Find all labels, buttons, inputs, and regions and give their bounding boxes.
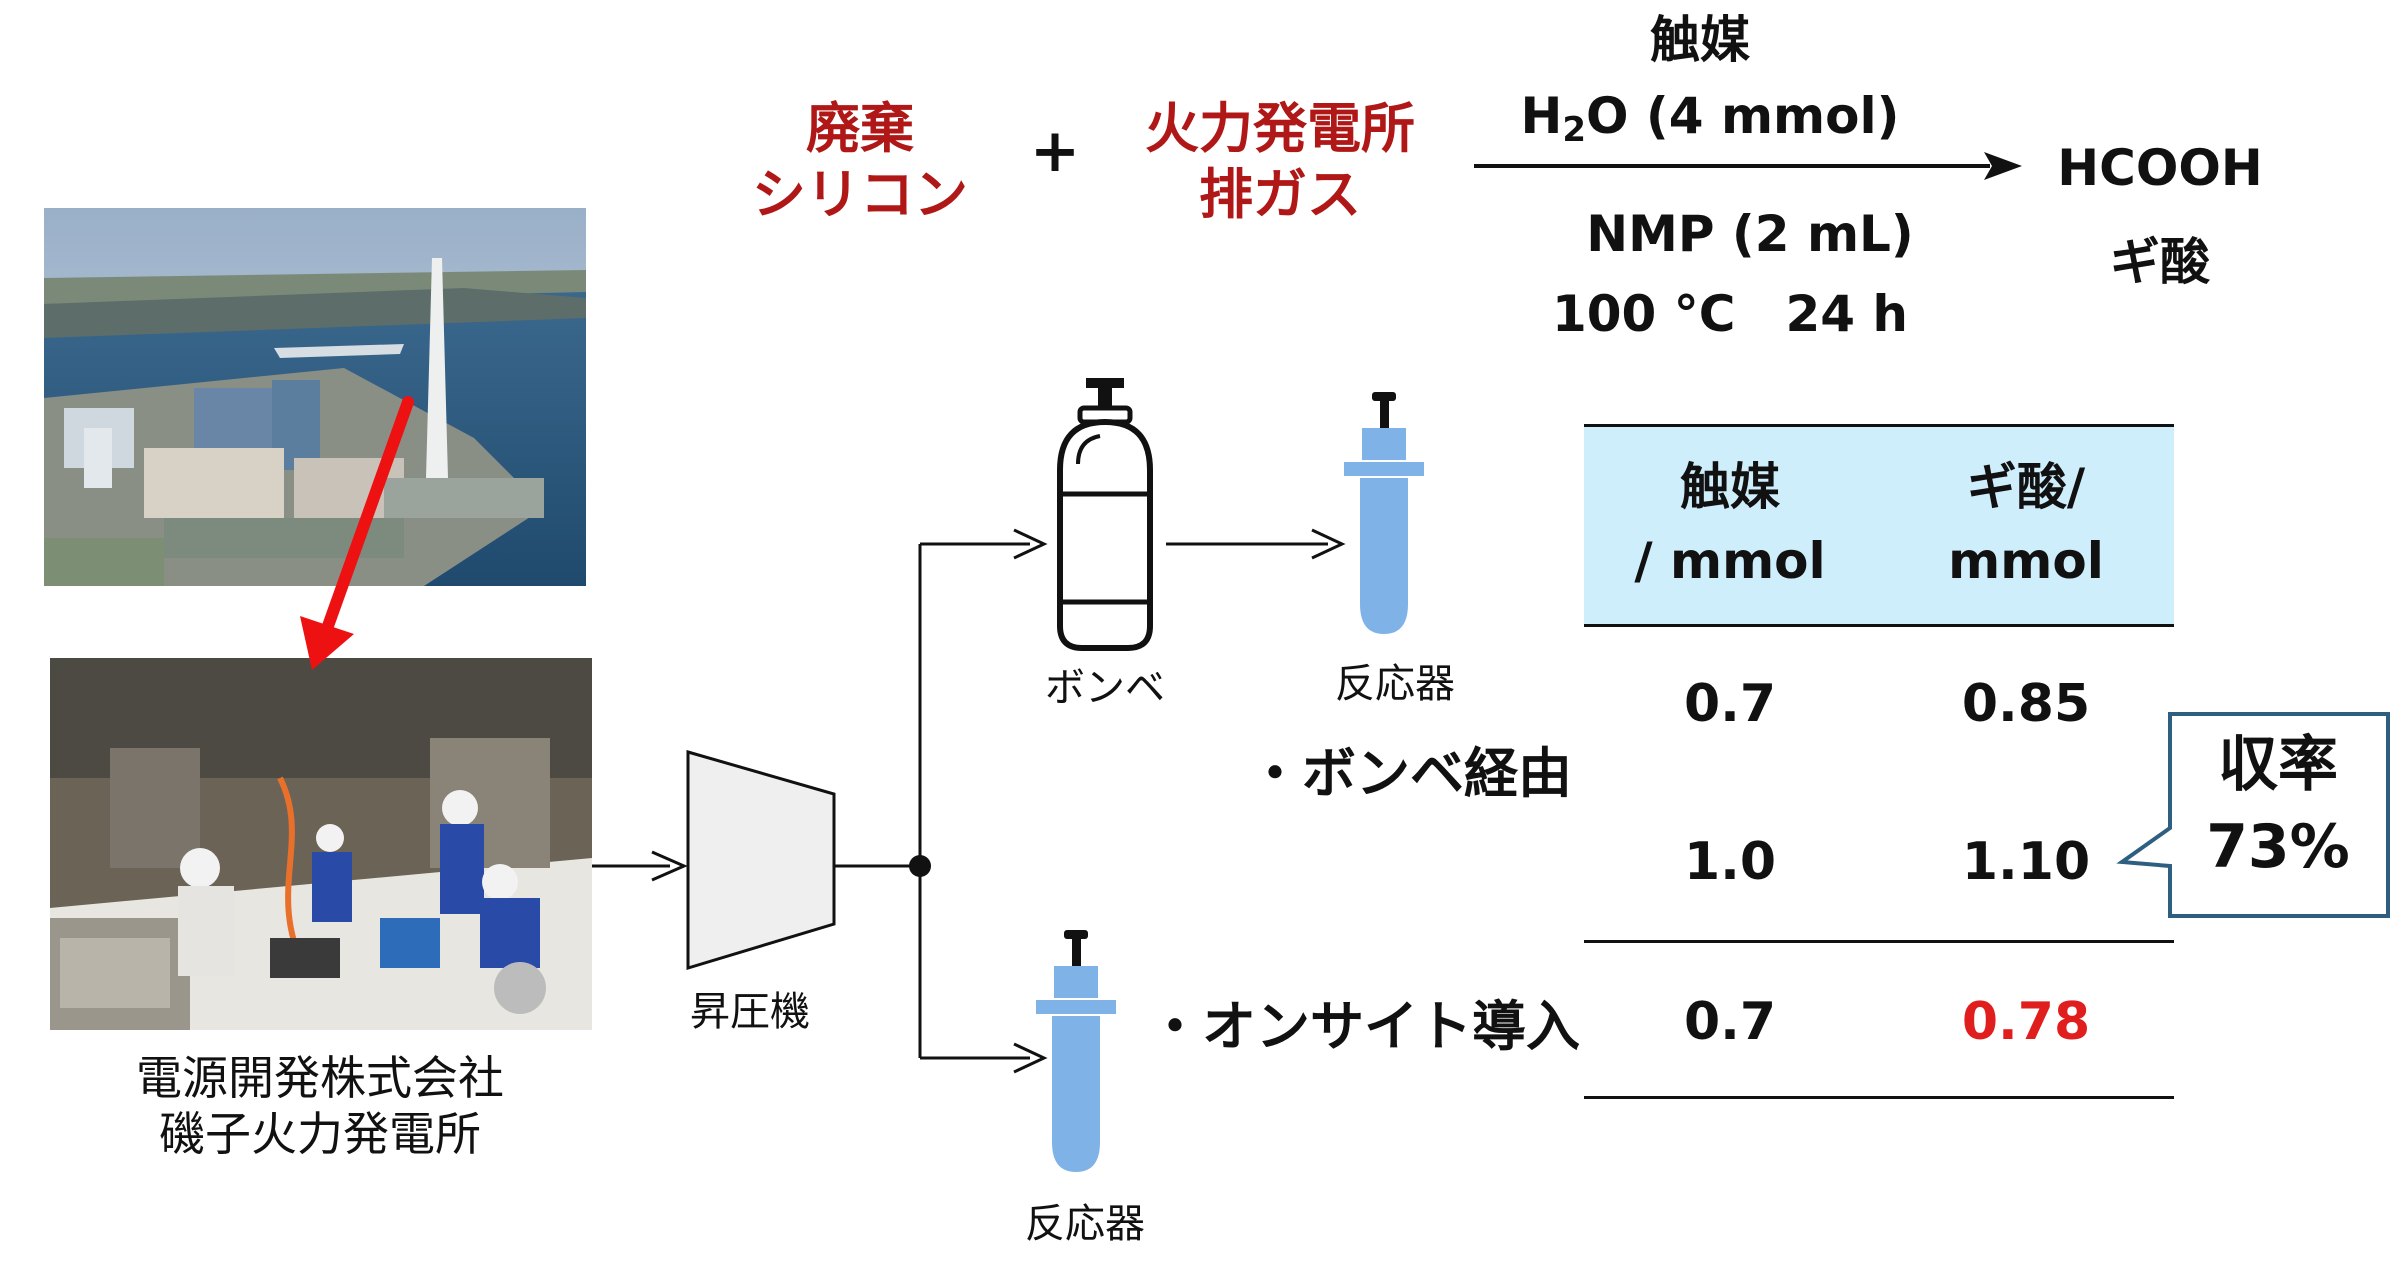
table-rule-header: [1584, 624, 2174, 627]
yield-line1: 収率: [2218, 730, 2338, 800]
reactant2-line1: 火力発電所: [1145, 97, 1415, 160]
flow-arrowhead-compressor: [651, 850, 688, 882]
reaction-arrow: [1474, 152, 2022, 180]
reactor-icon-bottom: [1036, 930, 1116, 1172]
field-work-photo: [50, 658, 592, 1030]
plant-caption: 電源開発株式会社 磯子火力発電所: [70, 1050, 570, 1162]
product-name: ギ酸: [2110, 233, 2210, 291]
table-header-bg: [1584, 424, 2174, 626]
flow-arrowhead-cylinder: [1013, 528, 1048, 560]
table-row1-formic: 0.85: [1961, 674, 2091, 734]
plant-caption-line2: 磯子火力発電所: [159, 1107, 481, 1161]
reactor-label-top: 反応器: [1335, 661, 1455, 707]
table-rule-mid: [1584, 940, 2174, 943]
catalyst-label: 触媒: [1650, 11, 1750, 69]
flow-arrowhead-bottom-reactor: [1013, 1042, 1048, 1074]
power-plant-photo: [44, 208, 586, 586]
yield-callout-text: 収率 73%: [2172, 724, 2384, 888]
product-formula: HCOOH: [2057, 139, 2263, 197]
reagent-water: H2O (4 mmol): [1490, 86, 1930, 160]
table-row3-catalyst: 0.7: [1683, 992, 1777, 1052]
reactant-flue-gas: 火力発電所 排ガス: [1110, 96, 1450, 228]
reactant1-line2: シリコン: [752, 163, 968, 226]
table-header-formic-line1: ギ酸/: [1966, 458, 2086, 516]
plant-caption-line1: 電源開発株式会社: [136, 1051, 504, 1105]
solvent-label: NMP (2 mL): [1586, 205, 1914, 263]
cylinder-icon: [1057, 378, 1153, 651]
reactant1-line1: 廃棄: [806, 97, 914, 160]
table-row1-catalyst: 0.7: [1683, 674, 1777, 734]
yield-line2: 73%: [2206, 812, 2350, 882]
table-rule-bottom: [1584, 1096, 2174, 1099]
table-header-catalyst-line2: / mmol: [1634, 532, 1826, 590]
plus-sign: +: [1029, 116, 1081, 186]
compressor-icon: [686, 750, 836, 971]
table-row2-formic: 1.10: [1961, 832, 2091, 892]
table-header-catalyst: 触媒 / mmol: [1600, 450, 1860, 598]
table-header-formic: ギ酸/ mmol: [1896, 450, 2156, 598]
route-cylinder: ・ボンベ経由: [1248, 742, 1572, 805]
flow-arrowhead-top-reactor: [1311, 528, 1346, 560]
yield-callout-shape: [2116, 712, 2390, 918]
cylinder-label: ボンベ: [1045, 665, 1165, 711]
table-header-catalyst-line1: 触媒: [1680, 458, 1780, 516]
reactant2-line2: 排ガス: [1199, 163, 1361, 226]
reactor-label-bottom: 反応器: [1025, 1201, 1145, 1247]
route-onsite: ・オンサイト導入: [1148, 995, 1580, 1058]
reactor-icon-top: [1344, 392, 1424, 634]
conditions-label: 100 °C 24 h: [1551, 285, 1909, 343]
red-arrow: [300, 396, 414, 670]
compressor-label: 昇圧機: [690, 989, 810, 1035]
reagent-formula-tail: O (4 mmol): [1586, 87, 1900, 145]
reactant-waste-silicon: 廃棄 シリコン: [720, 96, 1000, 228]
table-row2-catalyst: 1.0: [1683, 832, 1777, 892]
table-header-formic-line2: mmol: [1948, 532, 2104, 590]
table-row3-formic: 0.78: [1961, 992, 2091, 1052]
reagent-formula-sub: 2: [1562, 110, 1586, 150]
table-rule-top: [1584, 424, 2174, 427]
reagent-formula-base: H: [1520, 87, 1563, 145]
